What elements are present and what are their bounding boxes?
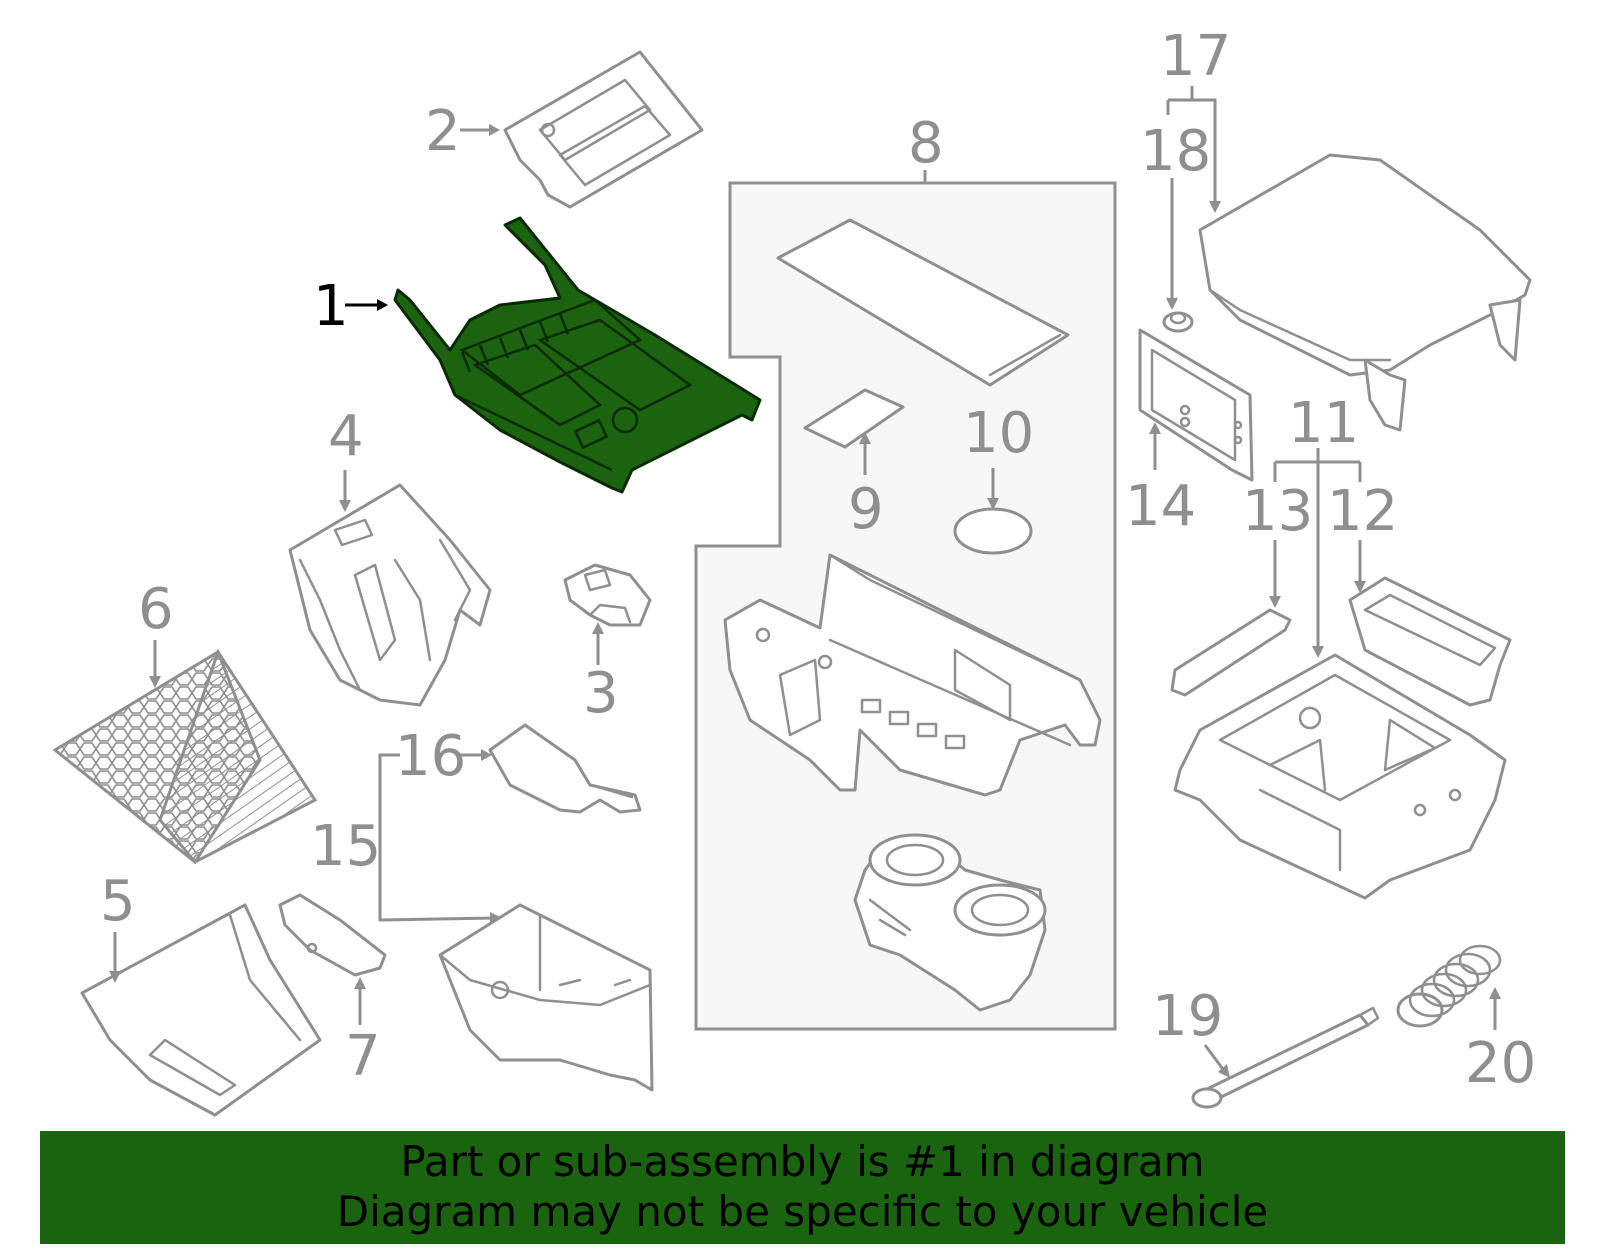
callout-6[interactable]: 6 xyxy=(138,577,174,642)
callout-5[interactable]: 5 xyxy=(100,869,136,934)
banner-line-1: Part or sub-assembly is #1 in diagram xyxy=(400,1137,1205,1186)
callout-16[interactable]: 16 xyxy=(395,724,466,789)
callout-14[interactable]: 14 xyxy=(1125,474,1196,539)
part-8-cup-holder[interactable] xyxy=(853,833,1047,1012)
part-10-ring[interactable] xyxy=(953,507,1033,555)
part-13-strip[interactable] xyxy=(1170,608,1292,697)
part-14-bezel[interactable] xyxy=(1138,328,1254,482)
part-4-shifter-bracket[interactable] xyxy=(288,483,492,707)
part-15-lower-bracket[interactable] xyxy=(438,903,654,1092)
part-1-console-panel[interactable] xyxy=(393,216,762,494)
part-19-pin[interactable] xyxy=(1191,1006,1380,1109)
callout-12[interactable]: 12 xyxy=(1327,479,1398,544)
part-9-pad[interactable] xyxy=(803,388,905,449)
callout-2[interactable]: 2 xyxy=(425,99,461,164)
callout-8[interactable]: 8 xyxy=(908,111,944,176)
part-2-shift-plate[interactable] xyxy=(503,50,704,209)
callout-1[interactable]: 1 xyxy=(313,274,349,339)
part-5-cover-panel[interactable] xyxy=(80,903,322,1117)
part-3-clip[interactable] xyxy=(563,563,652,627)
info-banner: Part or sub-assembly is #1 in diagram Di… xyxy=(40,1131,1565,1244)
part-12-tray[interactable] xyxy=(1348,576,1512,707)
part-8-lid[interactable] xyxy=(776,218,1070,387)
callout-17[interactable]: 17 xyxy=(1160,24,1231,89)
part-16-bracket[interactable] xyxy=(488,723,642,814)
callout-4[interactable]: 4 xyxy=(328,404,364,469)
callout-labels: 1 2 3 4 5 6 7 8 9 10 11 12 13 14 15 16 1… xyxy=(100,24,1536,1096)
callout-18[interactable]: 18 xyxy=(1140,119,1211,184)
callout-15[interactable]: 15 xyxy=(310,814,381,879)
callout-19[interactable]: 19 xyxy=(1152,984,1223,1049)
callout-13[interactable]: 13 xyxy=(1242,479,1313,544)
callout-9[interactable]: 9 xyxy=(848,477,884,542)
callout-7[interactable]: 7 xyxy=(345,1024,381,1089)
leader-lines xyxy=(109,86,1501,1078)
banner-line-2: Diagram may not be specific to your vehi… xyxy=(336,1187,1269,1236)
part-17-armrest[interactable] xyxy=(1198,153,1532,432)
part-18-clip[interactable] xyxy=(1162,311,1194,333)
part-8-console-body[interactable] xyxy=(723,553,1102,797)
part-6-mat[interactable] xyxy=(52,648,318,865)
callout-10[interactable]: 10 xyxy=(963,401,1034,466)
part-7-trim-strip[interactable] xyxy=(278,893,387,977)
callout-11[interactable]: 11 xyxy=(1288,391,1359,456)
callout-20[interactable]: 20 xyxy=(1465,1031,1536,1096)
part-11-storage-bin[interactable] xyxy=(1173,653,1507,900)
part-20-spring[interactable] xyxy=(1396,944,1502,1028)
callout-3[interactable]: 3 xyxy=(583,661,619,726)
